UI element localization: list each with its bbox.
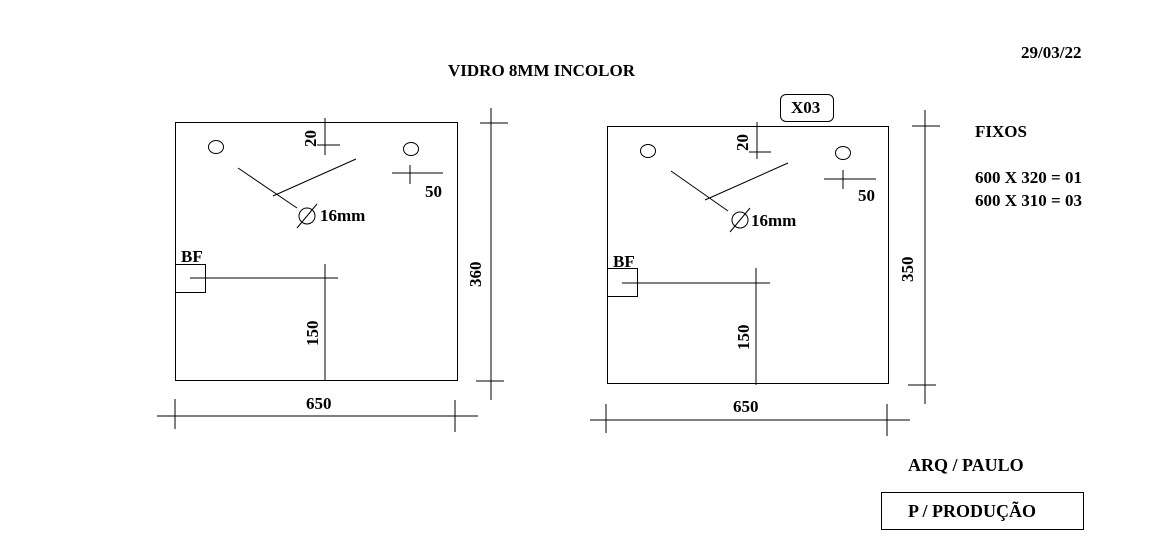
panel-2-leader-right bbox=[704, 162, 789, 201]
panel-2-tag: X03 bbox=[780, 94, 834, 122]
fixos-line-1: 600 X 320 = 01 bbox=[975, 168, 1082, 187]
panel-1-dim-height-label: 360 bbox=[466, 261, 485, 288]
panel-2-leader-left bbox=[670, 170, 729, 212]
panel-2-hole-right bbox=[835, 146, 851, 160]
panel-1-dim-top-label: 20 bbox=[301, 130, 320, 147]
panel-2-outline bbox=[607, 126, 889, 384]
production-box: P / PRODUÇÃO bbox=[881, 492, 1084, 530]
panel-2-hole-label: 16mm bbox=[751, 211, 797, 230]
panel-1-dim-150-label: 150 bbox=[303, 320, 322, 347]
panel-2-hole-left bbox=[640, 144, 656, 158]
fixos-title: FIXOS bbox=[975, 122, 1027, 141]
drawing-title: VIDRO 8MM INCOLOR bbox=[448, 61, 635, 80]
panel-1-diameter-circle bbox=[298, 207, 316, 225]
architect-label: ARQ / PAULO bbox=[908, 455, 1024, 475]
panel-2-dim-side-label: 50 bbox=[858, 186, 875, 205]
panel-2-dim-top-label: 20 bbox=[733, 134, 752, 151]
panel-2-tag-label: X03 bbox=[791, 98, 821, 117]
panel-1-diameter-slash bbox=[296, 203, 318, 229]
panel-1-dim-width-label: 650 bbox=[306, 394, 332, 413]
panel-1-bf-label: BF bbox=[181, 247, 203, 266]
production-label: P / PRODUÇÃO bbox=[908, 501, 1036, 521]
panel-2-diameter-slash bbox=[729, 207, 751, 233]
panel-2-diameter-circle bbox=[731, 211, 749, 229]
panel-2-bf-label: BF bbox=[613, 252, 635, 271]
panel-2-dim-height-label: 350 bbox=[898, 256, 917, 283]
panel-1-outline bbox=[175, 122, 458, 381]
panel-1-leader-left bbox=[237, 167, 298, 209]
panel-2-dim-width-label: 650 bbox=[733, 397, 759, 416]
panel-1-leader-right bbox=[272, 158, 357, 197]
fixos-line-2: 600 X 310 = 03 bbox=[975, 191, 1082, 210]
panel-1-hole-label: 16mm bbox=[320, 206, 366, 225]
drawing-date: 29/03/22 bbox=[1021, 43, 1082, 62]
panel-1-dim-side-label: 50 bbox=[425, 182, 442, 201]
panel-2-dim-150-label: 150 bbox=[734, 324, 753, 351]
panel-1-hole-left bbox=[208, 140, 224, 154]
panel-1-hole-right bbox=[403, 142, 419, 156]
